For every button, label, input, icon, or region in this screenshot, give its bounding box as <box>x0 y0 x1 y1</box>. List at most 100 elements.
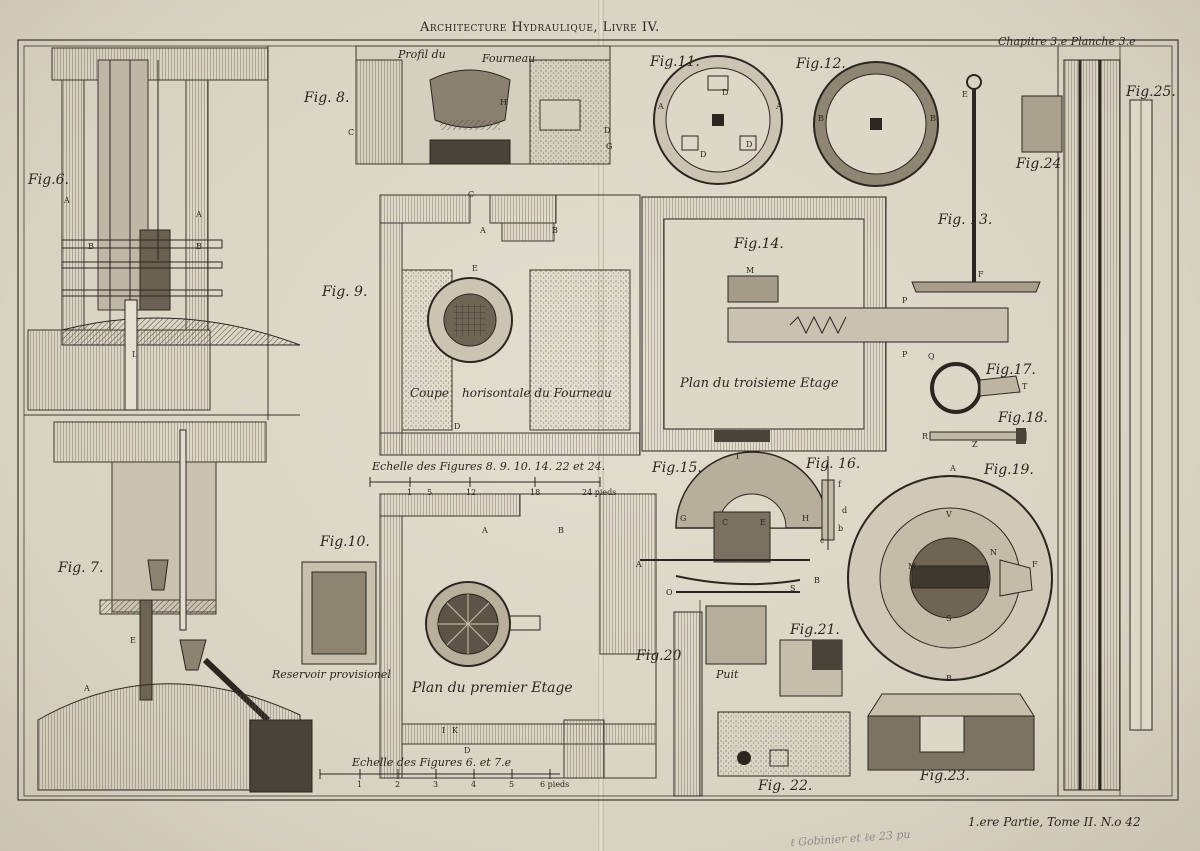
ref-letter: D <box>604 126 611 135</box>
fig19-label: Fig.19. <box>984 462 1034 478</box>
fig9-section <box>379 194 641 456</box>
scale2-tick: 4 <box>471 780 477 789</box>
ref-letter: A <box>482 526 488 535</box>
fig13-label: Fig. 13. <box>938 212 993 228</box>
ref-letter: E <box>962 90 968 99</box>
scale1-tick: 5 <box>427 488 433 497</box>
fig16-label: Fig. 16. <box>806 456 861 472</box>
scale1-tick: 12 <box>466 488 477 497</box>
ref-letter: A <box>950 464 956 473</box>
fig11-disc <box>653 55 783 185</box>
ref-letter: C <box>348 128 355 137</box>
ref-letter: Z <box>972 440 978 449</box>
ref-letter: P <box>902 296 908 305</box>
ref-letter: A <box>64 196 70 205</box>
ref-letter: T <box>1022 382 1028 391</box>
ref-letter: b <box>838 524 844 533</box>
fig21-label: Fig.21. <box>790 622 840 638</box>
ref-letter: B <box>818 114 824 123</box>
ref-letter: G <box>680 514 687 523</box>
caption-horisontale: horisontale du Fourneau <box>462 386 612 400</box>
fig10-plan <box>379 493 657 779</box>
ref-letter: B <box>930 114 936 123</box>
fig18-label: Fig.18. <box>998 410 1048 426</box>
ref-letter: B <box>552 226 558 235</box>
ref-letter: D <box>464 746 471 755</box>
ref-letter: V <box>946 510 952 519</box>
scale2-tick: 1 <box>357 780 363 789</box>
ref-letter: Q <box>928 352 935 361</box>
ref-letter: A <box>84 684 90 693</box>
fig20-well <box>673 605 767 797</box>
ref-letter: F <box>1032 560 1038 569</box>
fig16-detail <box>821 456 835 550</box>
ref-letter: D <box>746 140 753 149</box>
ref-letter: R <box>922 432 929 441</box>
fig17-label: Fig.17. <box>986 362 1036 378</box>
ref-letter: B <box>196 242 202 251</box>
scale2-tick: 6 pieds <box>540 780 570 789</box>
caption-reservoir: Reservoir provisionel <box>272 668 391 681</box>
scale2-bar <box>319 769 560 779</box>
volume-note: 1.ere Partie, Tome II. N.o 42 <box>968 815 1141 829</box>
fig20-label: Fig.20 <box>636 648 682 664</box>
fig8-profile <box>355 45 611 165</box>
ref-letter: D <box>454 422 461 431</box>
ref-letter: d <box>842 506 848 515</box>
ref-letter: B <box>946 674 952 683</box>
ref-letter: A <box>480 226 486 235</box>
caption-plan-premier: Plan du premier Etage <box>412 680 573 696</box>
caption-coupe: Coupe <box>410 386 449 400</box>
fig12-label: Fig.12. <box>796 56 846 72</box>
caption-profil: Profil du <box>398 48 446 61</box>
scale2-tick: 3 <box>433 780 439 789</box>
fig7-label: Fig. 7. <box>58 560 104 576</box>
ref-letter: F <box>978 270 984 279</box>
fig24-25-pipes <box>1021 59 1153 791</box>
ref-letter: f <box>838 480 841 489</box>
fig24-label: Fig.24 <box>1016 156 1062 172</box>
fig15-label: Fig.15. <box>652 460 702 476</box>
ref-letter: S <box>790 584 796 593</box>
ref-letter: C <box>722 518 729 527</box>
ref-letter: N <box>990 548 997 557</box>
fig6-elevation <box>27 47 301 411</box>
ref-letter: A <box>196 210 202 219</box>
scale1-bar <box>369 477 601 487</box>
fig7-elevation <box>37 421 313 793</box>
fig17-ring <box>930 362 1021 414</box>
scale1-tick: 24 pieds <box>582 488 617 497</box>
ref-letter: A <box>776 102 782 111</box>
ref-letter: C <box>468 190 475 199</box>
fig10-label: Fig.10. <box>320 534 370 550</box>
ref-letter: O <box>666 588 673 597</box>
fig12-disc <box>813 61 939 187</box>
ref-letter: L <box>132 350 138 359</box>
fig15-valve <box>640 451 829 593</box>
fig14-label: Fig.14. <box>734 236 784 252</box>
scale1-tick: 18 <box>530 488 541 497</box>
fig14-plan <box>641 196 1009 452</box>
fig23-box <box>867 693 1035 771</box>
scale1-tick: 1 <box>407 488 413 497</box>
fig18-bar <box>929 428 1027 444</box>
fig6-label: Fig.6. <box>28 172 69 188</box>
fig25-label: Fig.25. <box>1126 84 1176 100</box>
scale2-tick: 2 <box>395 780 401 789</box>
caption-puit: Puit <box>716 668 739 681</box>
ref-letter: P <box>902 350 908 359</box>
caption-fourneau: Fourneau <box>482 52 536 65</box>
ref-letter: D <box>700 150 707 159</box>
ref-letter: E <box>760 518 766 527</box>
scale1-label: Echelle des Figures 8. 9. 10. 14. 22 et … <box>372 460 606 473</box>
ref-letter: D <box>722 88 729 97</box>
plate-title: Architecture Hydraulique, Livre IV. <box>420 20 660 35</box>
ref-letter: E <box>130 636 136 645</box>
ref-letter: K <box>452 726 458 735</box>
ref-letter: G <box>606 142 613 151</box>
fig19-disc <box>847 475 1053 681</box>
fig13-rod <box>911 74 1041 293</box>
ref-letter: B <box>88 242 94 251</box>
